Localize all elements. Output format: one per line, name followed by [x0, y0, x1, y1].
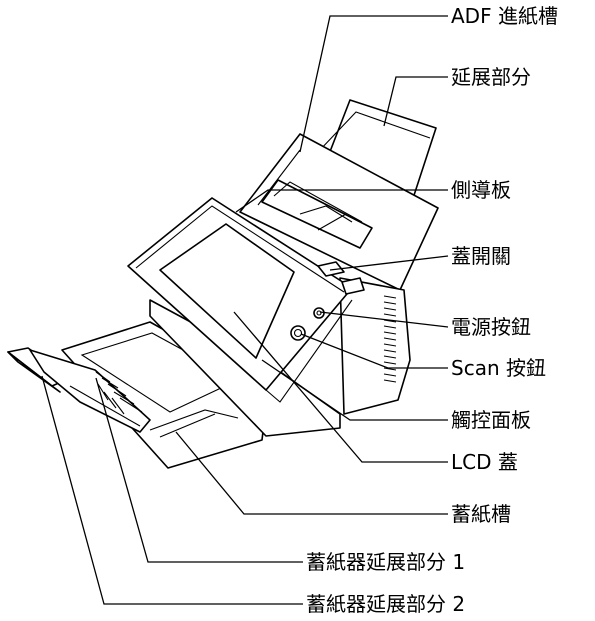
leader-lines — [41, 15, 449, 605]
power-button-shape — [313, 307, 325, 319]
label-power-button: 電源按鈕 — [451, 315, 531, 339]
label-extension: 延展部分 — [451, 65, 531, 89]
label-stacker-extension-1: 蓄紙器延展部分 1 — [306, 550, 465, 574]
label-adf-chute: ADF 進紙槽 — [451, 4, 558, 28]
label-stacker: 蓄紙槽 — [451, 502, 511, 526]
label-touch-panel: 觸控面板 — [451, 408, 531, 432]
scan-button-shape — [290, 325, 306, 341]
label-scan-button: Scan 按鈕 — [451, 356, 546, 380]
scanner-illustration — [7, 99, 439, 469]
label-lcd-cover: LCD 蓋 — [451, 450, 518, 474]
side-guides — [261, 179, 373, 249]
label-cover-open-lever: 蓋開關 — [451, 244, 511, 268]
label-stacker-extension-2: 蓄紙器延展部分 2 — [306, 592, 465, 616]
scanner-body — [127, 197, 411, 437]
label-side-guide: 側導板 — [451, 178, 511, 202]
stacker-extension-1 — [29, 349, 151, 433]
labels: ADF 進紙槽 延展部分 側導板 蓋開關 電源按鈕 Scan 按鈕 觸控面板 L… — [306, 4, 558, 616]
